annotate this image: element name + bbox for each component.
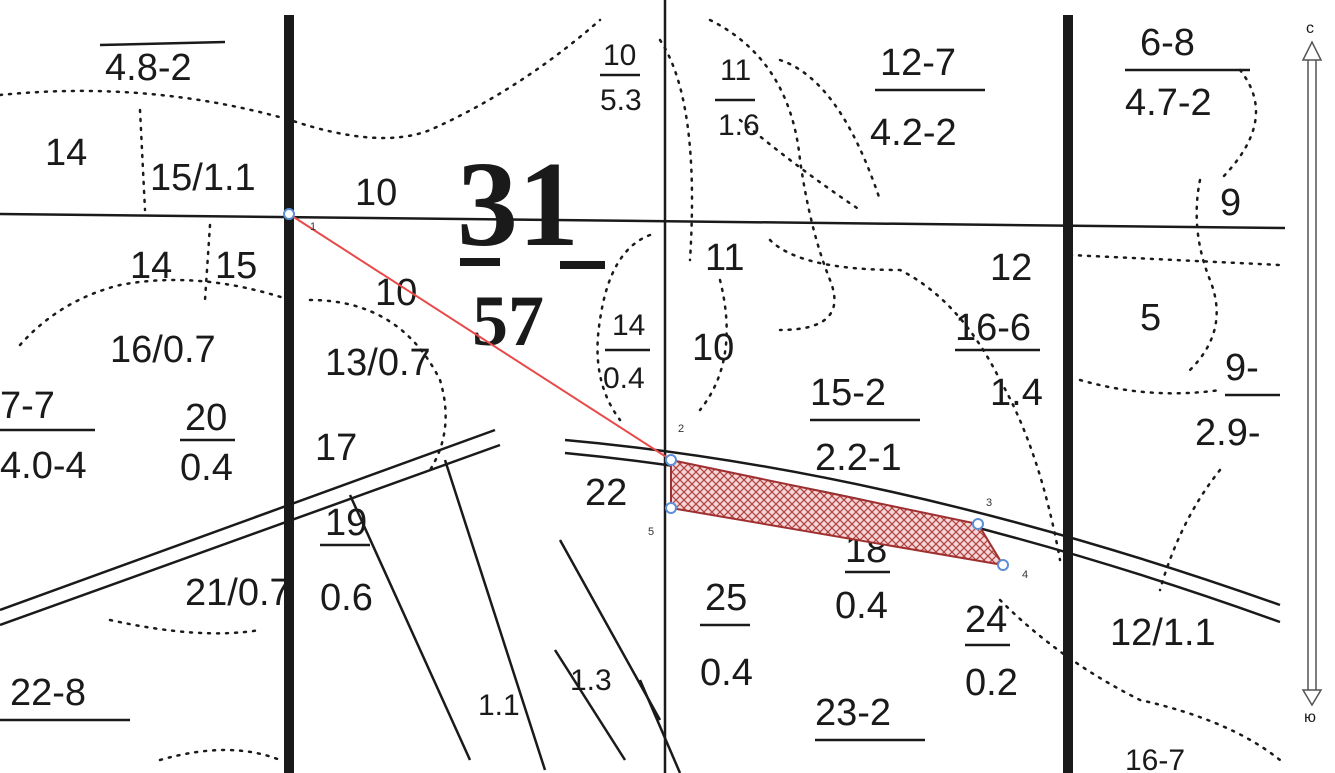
- map-label: 4.7-2: [1125, 82, 1212, 124]
- map-label: 0.4: [603, 362, 645, 395]
- survey-point[interactable]: [997, 559, 1009, 571]
- map-label: 4.8-2: [105, 47, 192, 89]
- map-label: 14: [45, 132, 87, 174]
- map-label: 16/0.7: [110, 329, 216, 371]
- map-label: 0.4: [835, 585, 888, 627]
- map-label: 22-8: [10, 672, 86, 714]
- map-label: 4.0-4: [0, 445, 87, 487]
- south-label: ю: [1304, 709, 1316, 726]
- block-area: 57: [472, 281, 544, 361]
- map-label: 13/0.7: [325, 342, 431, 384]
- map-label: 1.6: [718, 109, 760, 142]
- map-label: 10: [603, 39, 636, 72]
- map-label: 6-8: [1140, 22, 1195, 64]
- map-label: 24: [965, 599, 1007, 641]
- map-label: 14: [612, 309, 645, 342]
- map-label: 1.4: [990, 372, 1043, 414]
- block-boundaries: [0, 0, 1286, 773]
- area-labels: 4.8-2 14 15/1.1 10 14 15 10 16/0.7 13/0.…: [0, 22, 1260, 773]
- survey-point-label: 3: [986, 497, 992, 509]
- map-label: 12: [990, 247, 1032, 289]
- route-line: [288, 213, 672, 461]
- map-label: 0.2: [965, 662, 1018, 704]
- map-label: 10: [355, 172, 397, 214]
- survey-point-label: 5: [648, 526, 654, 538]
- map-label: 1.3: [570, 664, 612, 697]
- map-label: 15-2: [810, 372, 886, 414]
- map-label: 22: [585, 472, 627, 514]
- map-label: 10: [692, 327, 734, 369]
- map-label: 9-: [1225, 347, 1259, 389]
- map-label: 2.9-: [1195, 412, 1260, 454]
- map-label: 4.2-2: [870, 112, 957, 154]
- map-label: 11: [705, 237, 744, 279]
- north-arrow: [1301, 40, 1323, 707]
- survey-point[interactable]: [665, 454, 677, 466]
- map-label: 12-7: [880, 42, 956, 84]
- map-label: 25: [705, 577, 747, 619]
- survey-point[interactable]: [665, 502, 677, 514]
- survey-point-label: 1: [310, 221, 316, 233]
- map-label: 16-7: [1125, 744, 1185, 773]
- survey-points: 1 2 3 4 5: [283, 208, 1028, 581]
- map-label: 14: [130, 245, 172, 287]
- map-label: 17: [315, 427, 357, 469]
- fraction-bars: [0, 40, 1280, 742]
- map-label: 11: [720, 54, 751, 87]
- cutting-lines: [348, 459, 682, 773]
- map-label: 2.2-1: [815, 437, 902, 479]
- map-label: 15/1.1: [150, 157, 256, 199]
- map-label: 9: [1220, 182, 1241, 224]
- map-label: 20: [185, 397, 227, 439]
- map-label: 7-7: [0, 385, 55, 427]
- survey-point[interactable]: [972, 518, 984, 530]
- block-number: 31: [457, 137, 579, 272]
- subcompartment-boundaries: [0, 18, 1282, 762]
- map-label: 1.1: [478, 689, 520, 722]
- map-label: 16-6: [955, 307, 1031, 349]
- map-label: 5: [1140, 297, 1161, 339]
- map-label: 0.4: [700, 652, 753, 694]
- map-label: 15: [215, 245, 257, 287]
- map-label: 23-2: [815, 692, 891, 734]
- map-label: 12/1.1: [1110, 612, 1216, 654]
- map-label: 19: [325, 502, 367, 544]
- survey-point[interactable]: [283, 208, 295, 220]
- map-label: 21/0.7: [185, 572, 291, 614]
- map-label: 0.4: [180, 447, 233, 489]
- map-label: 0.6: [320, 577, 373, 619]
- map-label: 5.3: [600, 84, 642, 117]
- north-label: с: [1306, 20, 1314, 37]
- survey-point-label: 2: [678, 423, 684, 435]
- survey-point-label: 4: [1022, 569, 1028, 581]
